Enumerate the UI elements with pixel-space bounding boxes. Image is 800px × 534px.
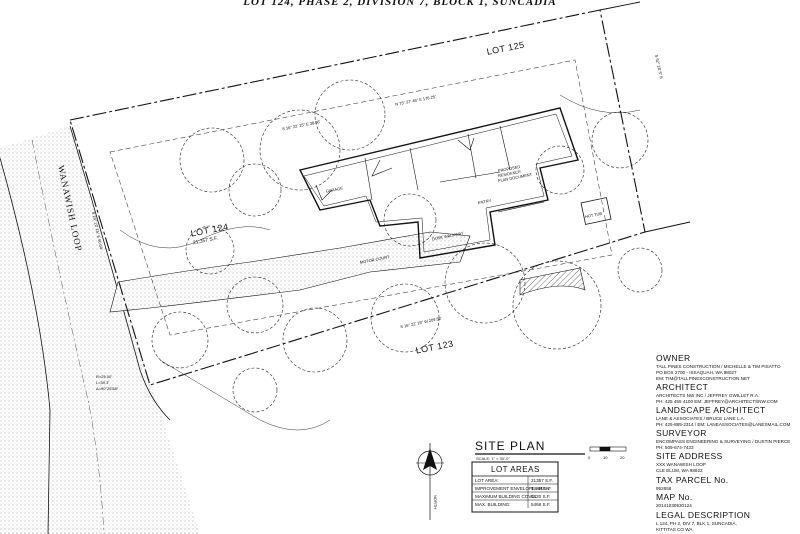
tax-parcel-line: 952658 bbox=[656, 486, 672, 491]
hot-tub bbox=[580, 197, 612, 225]
lot-areas-row-label: MAXIMUM BUILDING COVG.: bbox=[475, 494, 538, 499]
residence-label-2: RESIDENCE bbox=[497, 169, 521, 178]
court-label: MOTOR COURT bbox=[359, 254, 390, 265]
project-info-block: OWNER TALL PINES CONSTRUCTION / MICHELLE… bbox=[656, 353, 790, 532]
north-label: NORTH bbox=[433, 495, 438, 509]
owner-heading: OWNER bbox=[656, 353, 691, 363]
site-plan-title-block: SITE PLAN SCALE: 1" = 30'-0" 0 10 20 bbox=[475, 439, 627, 461]
lot-123-label: LOT 123 bbox=[415, 338, 455, 355]
lot-areas-table: LOT AREAS LOT AREA: 21357 S.F. IMPROVEME… bbox=[471, 461, 559, 513]
curve-radius: R=25.00' bbox=[96, 374, 112, 379]
lot-areas-title: LOT AREAS bbox=[491, 465, 540, 474]
bearing-top-main: N 75° 37' 45" E 176.25' bbox=[395, 94, 437, 107]
walkway-label: DUSK WALKWAY bbox=[431, 230, 464, 241]
map-line: 20141030530124 bbox=[656, 503, 692, 508]
entry-label: ENTRY bbox=[477, 198, 492, 206]
lot-areas-row-value: 5468 S.F. bbox=[531, 502, 550, 507]
site-plan-scale: SCALE: 1" = 30'-0" bbox=[476, 456, 510, 461]
road-wanawish-loop bbox=[0, 125, 200, 534]
owner-line: EM: TIM@TALLPINESCONSTRUCTION.NET bbox=[656, 376, 750, 381]
residence-label-1: PROPOSED bbox=[497, 164, 520, 173]
landscape-line: PH: 425-885-2314 / EM: LANEASSOCIATES@LA… bbox=[656, 422, 790, 427]
lot-areas-row-value: 1,644 S.F. bbox=[531, 486, 552, 491]
lot-areas-row-label: LOT AREA: bbox=[475, 478, 499, 483]
legal-line: L 124, PH 2, DIV 7, BLK 1, SUNCADIA, bbox=[656, 521, 737, 526]
legal-line: KITTITAS CO WA bbox=[656, 527, 693, 532]
north-arrow: NORTH bbox=[416, 443, 444, 520]
property-line bbox=[69, 9, 646, 386]
scale-mark-20: 20 bbox=[620, 455, 625, 460]
driveway bbox=[109, 231, 471, 313]
lot-areas-row-value: 5420 S.F. bbox=[531, 494, 550, 499]
architect-heading: ARCHITECT bbox=[656, 382, 708, 392]
architect-line: PH: 425 455 4100 EM: JEFFREY@ARCHITECTSN… bbox=[656, 399, 778, 404]
contours bbox=[119, 94, 641, 431]
lot-areas-row-value: 21357 S.F. bbox=[531, 478, 553, 483]
hot-tub-label: HOT TUB bbox=[584, 211, 602, 219]
surveyor-line: PH: 509-674-7433 bbox=[656, 445, 694, 450]
garage-label: GARAGE bbox=[325, 185, 343, 193]
building-envelope bbox=[109, 59, 613, 336]
residence-label-3: PLAN DOCUMENT bbox=[497, 172, 533, 184]
scale-mark-10: 10 bbox=[603, 455, 608, 460]
landscape-line: LANE & ASSOCIATES / BRUCE LANE L.A. bbox=[656, 416, 745, 421]
surveyor-line: ENCOMPASS ENGINEERING & SURVEYING / DUST… bbox=[656, 439, 790, 444]
site-address-heading: SITE ADDRESS bbox=[656, 451, 723, 461]
site-address-line: CLE ELUM, WA 98922 bbox=[656, 468, 703, 473]
lot-124-area: 21,357 S.F. bbox=[193, 235, 219, 246]
wall-hatch bbox=[519, 267, 586, 296]
owner-line: TALL PINES CONSTRUCTION / MICHELLE & TIM… bbox=[656, 364, 781, 369]
landscape-heading: LANDSCAPE ARCHITECT bbox=[656, 405, 766, 415]
curve-length: L=39.3' bbox=[96, 380, 109, 385]
site-address-line: XXX WANAWISH LOOP bbox=[656, 462, 706, 467]
legal-heading: LEGAL DESCRIPTION bbox=[656, 510, 750, 520]
lot-areas-row-label: IMPROVEMENT ENVELOPE AREA: bbox=[475, 486, 550, 491]
bearing-right: S 52° 18' 5" E bbox=[654, 54, 664, 80]
interior-walls bbox=[315, 125, 545, 213]
sheet-header: LOT 124, PHASE 2, DIVISION 7, BLOCK 1, S… bbox=[243, 0, 557, 8]
bearing-bottom: S 16° 22' 15" W 209.52' bbox=[400, 316, 442, 330]
trees bbox=[151, 79, 663, 413]
lot-125-label: LOT 125 bbox=[486, 40, 526, 57]
scale-mark-0: 0 bbox=[588, 455, 591, 460]
architect-line: ARCHITECTS NW INC / JEFFREY GWILLET R.A. bbox=[656, 393, 759, 398]
map-heading: MAP No. bbox=[656, 492, 693, 502]
surveyor-heading: SURVEYOR bbox=[656, 428, 707, 438]
lot-areas-row-label: MAX. BUILDING: bbox=[475, 502, 510, 507]
owner-line: PO BOX 2700 - ISSAQUAH, WA 98027 bbox=[656, 370, 737, 375]
curve-delta: Δ=90°25'58" bbox=[96, 386, 119, 391]
tax-parcel-heading: TAX PARCEL No. bbox=[656, 475, 729, 485]
bearing-top-short: S 16° 22' 15" E 38.36' bbox=[282, 119, 321, 131]
site-plan-title: SITE PLAN bbox=[475, 439, 545, 453]
building-footprint bbox=[298, 107, 579, 259]
